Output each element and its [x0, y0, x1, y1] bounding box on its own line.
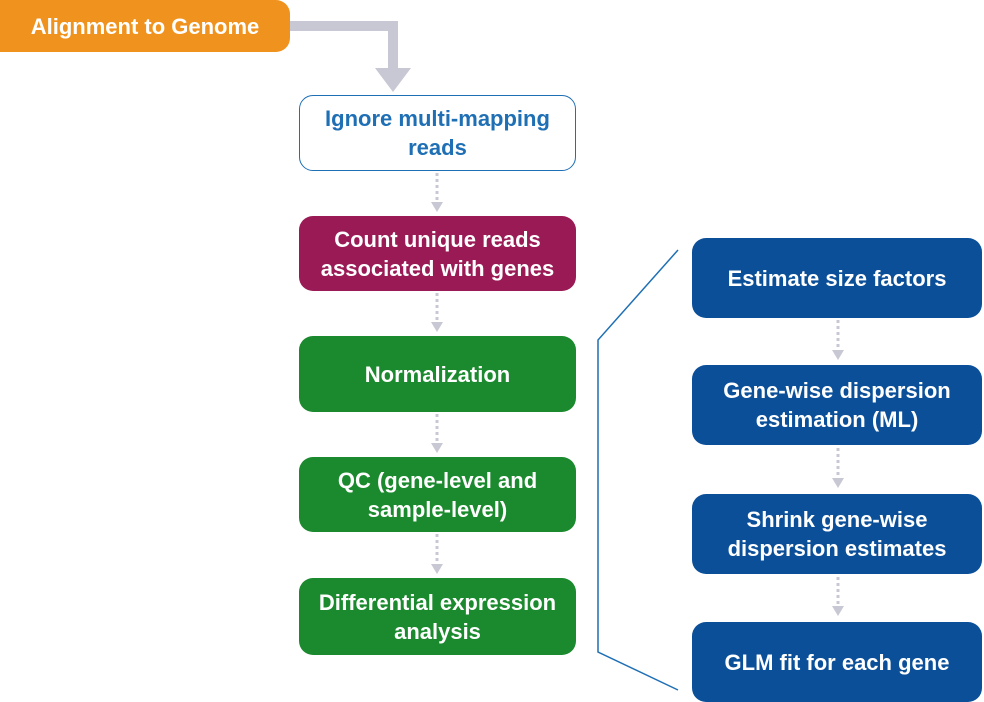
step-qc: QC (gene-level and sample-level)	[299, 457, 576, 532]
step-label: QC (gene-level and sample-level)	[337, 467, 538, 522]
step-count-reads: Count unique reads associated with genes	[299, 216, 576, 291]
step-label: Differential expression analysis	[318, 589, 557, 644]
dotted-arrow-down-icon	[832, 448, 844, 488]
substep-label: GLM fit for each gene	[724, 649, 950, 675]
step-ignore-multimapping: Ignore multi-mapping reads	[299, 95, 576, 171]
expansion-bracket-icon	[597, 249, 679, 691]
substep-label: Estimate size factors	[727, 265, 947, 291]
substep-label: Gene-wise dispersion estimation (ML)	[723, 378, 951, 432]
step-label: Count unique reads associated with genes	[320, 226, 555, 281]
substep-gene-wise-dispersion: Gene-wise dispersion estimation (ML)	[692, 365, 982, 445]
dotted-arrow-down-icon	[431, 173, 443, 212]
step-differential-expression: Differential expression analysis	[299, 578, 576, 655]
step-label: Normalization	[364, 361, 511, 387]
step-label: Alignment to Genome	[30, 13, 260, 39]
substep-shrink-dispersion: Shrink gene-wise dispersion estimates	[692, 494, 982, 574]
step-label: Ignore multi-mapping reads	[325, 106, 550, 160]
elbow-arrow-down-icon	[290, 21, 411, 92]
dotted-arrow-down-icon	[431, 414, 443, 453]
step-alignment-to-genome: Alignment to Genome	[0, 0, 290, 52]
substep-glm-fit: GLM fit for each gene	[692, 622, 982, 702]
dotted-arrow-down-icon	[431, 534, 443, 574]
step-normalization: Normalization	[299, 336, 576, 412]
substep-label: Shrink gene-wise dispersion estimates	[727, 507, 947, 561]
substep-estimate-size-factors: Estimate size factors	[692, 238, 982, 318]
dotted-arrow-down-icon	[832, 320, 844, 360]
dotted-arrow-down-icon	[832, 577, 844, 616]
dotted-arrow-down-icon	[431, 293, 443, 332]
